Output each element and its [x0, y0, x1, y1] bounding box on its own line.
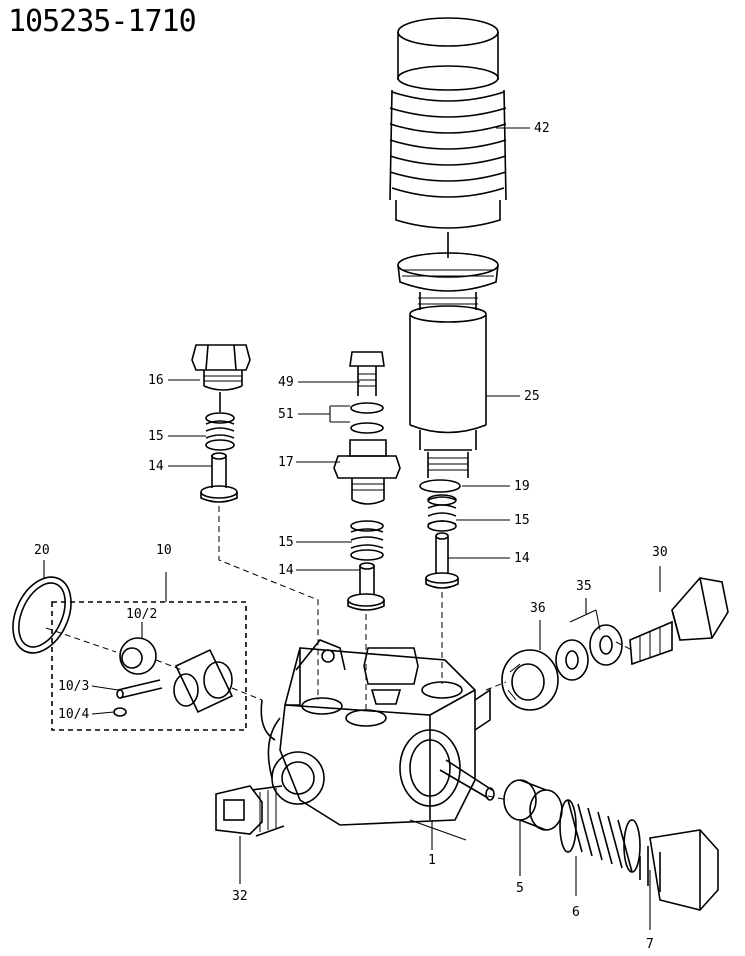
label-10-3: 10/3	[58, 679, 89, 694]
label-15-right: 15	[514, 513, 530, 528]
pin-part-10-4	[113, 707, 127, 717]
label-10-2: 10/2	[126, 607, 157, 622]
banjo-bolt-part-30	[629, 577, 729, 666]
tappet-part-10	[173, 648, 234, 714]
piston-part-5	[503, 779, 563, 831]
label-32: 32	[232, 889, 248, 904]
label-36: 36	[530, 601, 546, 616]
shaft-pin-end	[485, 787, 495, 801]
part-labels: 42 25 16 49 51 15 17 14 19 15 15 14 14 2…	[34, 121, 668, 952]
spring-center-part-15	[350, 520, 384, 561]
nut-part-36	[501, 649, 559, 711]
label-14-center: 14	[278, 563, 294, 578]
spring-left-part-15	[205, 412, 235, 451]
label-25: 25	[524, 389, 540, 404]
spring-part-6	[559, 799, 641, 873]
label-17: 17	[278, 455, 294, 470]
circlip-part-20	[12, 576, 72, 654]
label-20: 20	[34, 543, 50, 558]
fitting-nut-part-17	[333, 439, 401, 505]
washer-part-51	[350, 402, 384, 434]
plunger-assembly-part-25	[397, 252, 499, 478]
label-51: 51	[278, 407, 294, 422]
spring-right-part-15	[427, 494, 457, 532]
valve-center-part-14	[347, 562, 385, 611]
valve-left-part-14	[200, 452, 238, 503]
diagram-title: 105235-1710	[8, 4, 197, 39]
label-5: 5	[516, 881, 524, 896]
label-1: 1	[428, 853, 436, 868]
center-lines	[45, 506, 633, 801]
label-14-left: 14	[148, 459, 164, 474]
plug-part-32	[215, 785, 285, 837]
label-15-center: 15	[278, 535, 294, 550]
label-14-right: 14	[514, 551, 530, 566]
valve-right-part-14	[425, 532, 459, 589]
label-10-4: 10/4	[58, 707, 89, 722]
label-19: 19	[514, 479, 530, 494]
label-10: 10	[156, 543, 172, 558]
plug-part-7	[639, 829, 719, 911]
label-15-left: 15	[148, 429, 164, 444]
label-30: 30	[652, 545, 668, 560]
o-ring-part-19	[419, 479, 461, 493]
bleed-screw-part-49	[349, 351, 385, 396]
label-6: 6	[572, 905, 580, 920]
label-16: 16	[148, 373, 164, 388]
leader-lines	[43, 127, 661, 930]
bellows-part-42	[389, 17, 507, 258]
washers-part-35	[555, 609, 623, 681]
label-35: 35	[576, 579, 592, 594]
roller-part-10-2	[119, 637, 157, 675]
cap-bolt-part-16	[191, 344, 251, 412]
label-49: 49	[278, 375, 294, 390]
label-7: 7	[646, 937, 654, 952]
kit-box-part-10	[51, 601, 247, 731]
pump-housing-part-1	[260, 639, 491, 826]
pin-part-10-3	[116, 679, 163, 699]
shaft-pin	[439, 759, 493, 799]
label-42: 42	[534, 121, 550, 136]
